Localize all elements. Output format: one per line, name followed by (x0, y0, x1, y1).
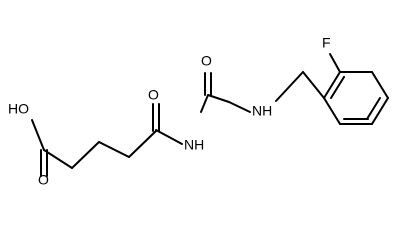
nh-imide-atom: NH (184, 137, 204, 153)
ring-bond-6 (323, 97, 341, 125)
fluorine-atom: F (322, 35, 331, 51)
benzene-ring (323, 71, 389, 125)
acid-c-oh-bond (31, 119, 45, 151)
hydroxyl-atom: HO (8, 101, 29, 117)
chain-bond-2 (98, 141, 130, 158)
ring-double-1 (330, 76, 345, 99)
nh-urea-c-bond (228, 101, 251, 113)
nh-imide-amide-c-bond (155, 129, 183, 145)
oxygen-urea-atom: O (201, 53, 212, 69)
chain-bond-1 (128, 130, 157, 158)
c-f-bond (329, 53, 341, 73)
nh-amine-atom: NH (252, 103, 272, 119)
molecule-diagram: F NH O NH O HO O (8, 35, 389, 188)
ring-bond-4 (371, 97, 389, 125)
chain-bond-3 (71, 141, 100, 169)
ring-bond-1 (323, 71, 341, 99)
chain-bond-4 (43, 149, 73, 169)
ring-double-2b (366, 97, 381, 120)
urea-c-nh-imide-bond (200, 94, 209, 113)
ring-bond-3 (371, 71, 389, 99)
oxygen-amide-atom: O (148, 87, 159, 103)
ch2-nh-bond (275, 71, 304, 102)
ring-ch2-bond (302, 71, 325, 99)
oxygen-acid-atom: O (38, 172, 49, 188)
urea-c-bond-upper (207, 94, 230, 103)
